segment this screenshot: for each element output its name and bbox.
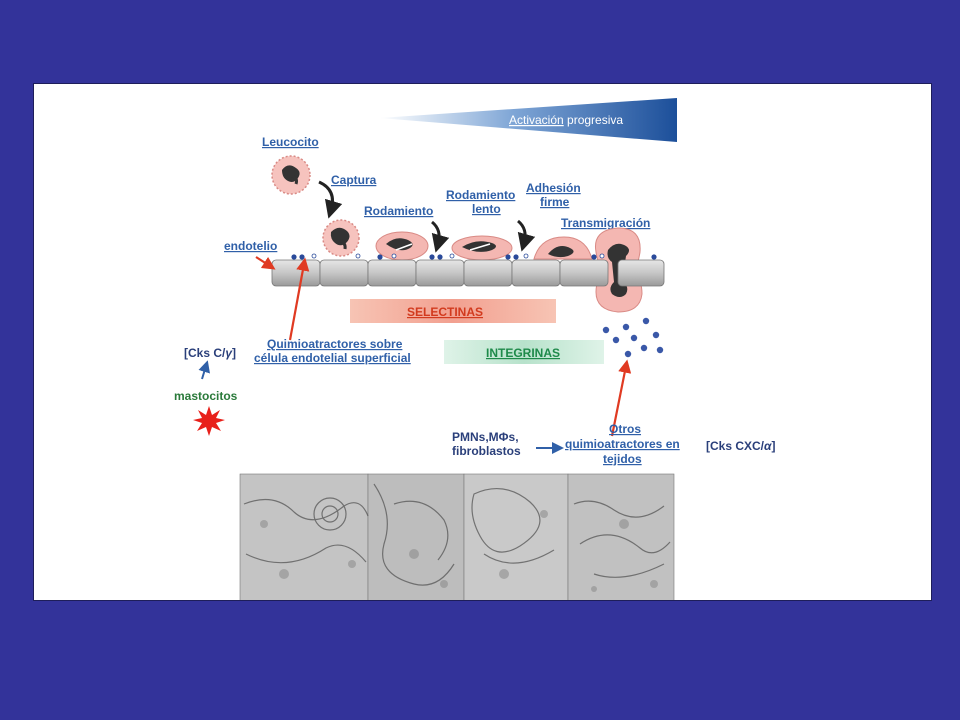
selectinas-band: SELECTINAS <box>350 299 556 323</box>
micrograph-rolling <box>367 473 465 600</box>
surface-chemoattractant-dots <box>291 253 657 260</box>
capture-arrow <box>318 180 343 219</box>
slide-panel: Activación progresiva Leucocito Captura … <box>33 83 932 601</box>
rodamiento-lento-label-1: Rodamiento <box>446 188 515 202</box>
leukocyte-free <box>271 155 311 195</box>
mastocitos-label: mastocitos <box>174 389 238 403</box>
endotelio-label: endotelio <box>224 239 277 253</box>
surface-chemo-arrow <box>288 257 310 341</box>
endotelio-arrow <box>255 256 276 270</box>
leucocito-label: Leucocito <box>262 135 319 149</box>
transmigracion-label: Transmigración <box>561 216 650 230</box>
surface-chemo-label-1: Quimioatractores sobre <box>267 337 403 351</box>
tissue-chemo-arrow <box>610 359 632 437</box>
mastocito-burst-icon <box>193 406 225 436</box>
mastocitos-up-arrow <box>198 360 210 380</box>
activation-label: Activación progresiva <box>509 113 623 127</box>
tissue-chemoattractant-dots <box>602 317 664 358</box>
activation-wedge: Activación progresiva <box>379 98 677 142</box>
surface-chemo-label-2: célula endotelial superficial <box>254 351 411 365</box>
rolling-arrow <box>431 220 450 253</box>
slow-rolling-arrow <box>517 219 536 252</box>
otros-label-2: quimioatractores en <box>565 437 680 451</box>
pmn-label-1: PMNs,MΦs, <box>452 430 519 444</box>
leukocyte-firm-adhesion <box>533 236 593 260</box>
integrinas-label: INTEGRINAS <box>486 346 560 360</box>
leukocyte-rolling <box>375 231 429 261</box>
leukocyte-adhesion-diagram: Activación progresiva Leucocito Captura … <box>174 98 775 600</box>
leukocyte-slow-rolling <box>451 235 513 261</box>
leukocyte-captured <box>322 219 360 257</box>
pmn-label-2: fibroblastos <box>452 444 521 458</box>
integrinas-band: INTEGRINAS <box>444 340 604 364</box>
micrograph-adhesion <box>463 473 569 600</box>
endothelium-row <box>271 259 665 287</box>
rodamiento-label: Rodamiento <box>364 204 433 218</box>
cks-cxc-label: [Cks CXC/α] <box>706 439 775 453</box>
activation-gradient-triangle <box>379 98 677 142</box>
selectinas-label: SELECTINAS <box>407 305 483 319</box>
electron-micrograph-strip <box>239 473 675 600</box>
adhesion-label-1: Adhesión <box>526 181 581 195</box>
cks-c-label: [Cks C/γ] <box>184 346 236 360</box>
captura-label: Captura <box>331 173 377 187</box>
adhesion-label-2: firme <box>540 195 570 209</box>
micrograph-capture <box>239 473 369 600</box>
rodamiento-lento-label-2: lento <box>472 202 501 216</box>
otros-label-3: tejidos <box>603 452 642 466</box>
otros-label-1: Otros <box>609 422 641 436</box>
